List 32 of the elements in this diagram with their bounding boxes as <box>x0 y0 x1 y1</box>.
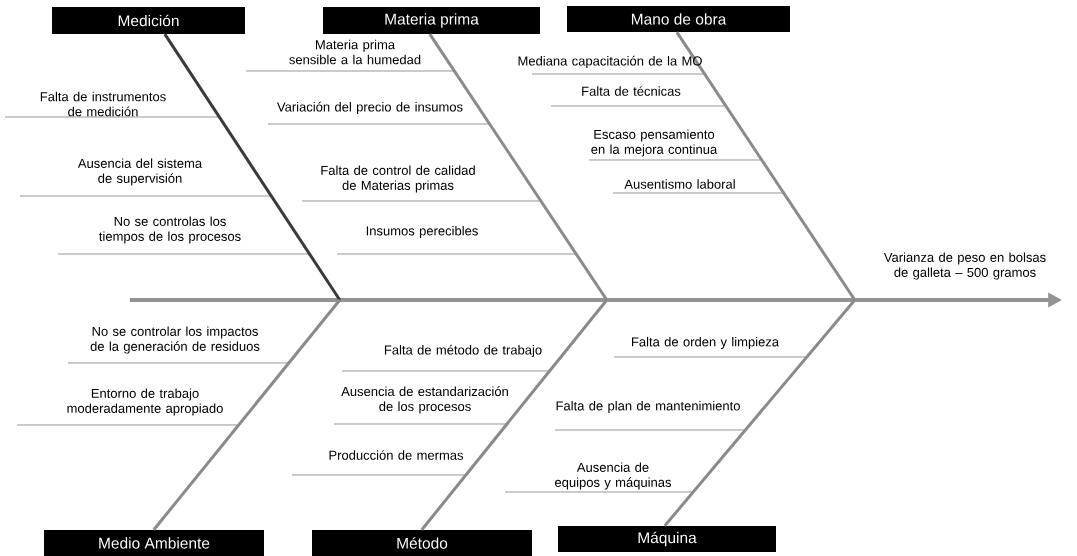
bone-line <box>675 31 857 301</box>
bone-line <box>428 33 609 301</box>
cause-text: Variación del precio de insumos <box>277 101 463 115</box>
effect-text: Varianza de peso en bolsas de galleta – 500 gramos <box>883 252 1046 280</box>
category-box: Medición <box>52 7 245 34</box>
cause-text: Falta de orden y limpieza <box>632 336 780 350</box>
cause-text: Falta de control de calidad de Materias primas <box>321 165 475 193</box>
cause-text: Ausencia del sistema de supervisión <box>77 158 203 186</box>
cause-text: Ausentismo laboral <box>624 179 735 189</box>
category-box: Mano de obra <box>567 6 790 32</box>
cause-text: Falta de método de trabajo <box>384 344 542 358</box>
cause-text: No se controlas los tiempos de los procesos <box>99 216 241 244</box>
category-box: Método <box>312 530 532 556</box>
category-box: Medio Ambiente <box>44 530 264 556</box>
cause-text: Falta de técnicas <box>582 86 681 96</box>
cause-text: Entorno de trabajo moderadamente apropiado <box>67 388 223 416</box>
cause-text: Mediana capacitación de la MO <box>518 55 702 69</box>
bone-line <box>420 299 608 531</box>
cause-text: Falta de instrumentos de medición <box>40 91 166 117</box>
cause-text: Ausencia de estandarización de los procesos <box>341 386 508 414</box>
cause-text: Materia prima sensible a la humedad <box>289 39 421 65</box>
bone-line <box>163 33 342 301</box>
cause-text: Escaso pensamiento en la mejora continua <box>591 129 718 157</box>
cause-text: No se controlar los impactos de la generación de residuos <box>90 326 260 354</box>
cause-text: Falta de plan de mantenimiento <box>556 400 740 414</box>
cause-text: Producción de mermas <box>329 450 464 460</box>
category-box: Materia prima <box>323 7 540 34</box>
cause-text: Insumos perecibles <box>366 225 478 239</box>
bone-line <box>152 299 341 531</box>
category-box: Máquina <box>558 526 776 552</box>
cause-text: Ausencia de equipos y máquinas <box>555 462 672 490</box>
bone-line <box>663 299 856 527</box>
